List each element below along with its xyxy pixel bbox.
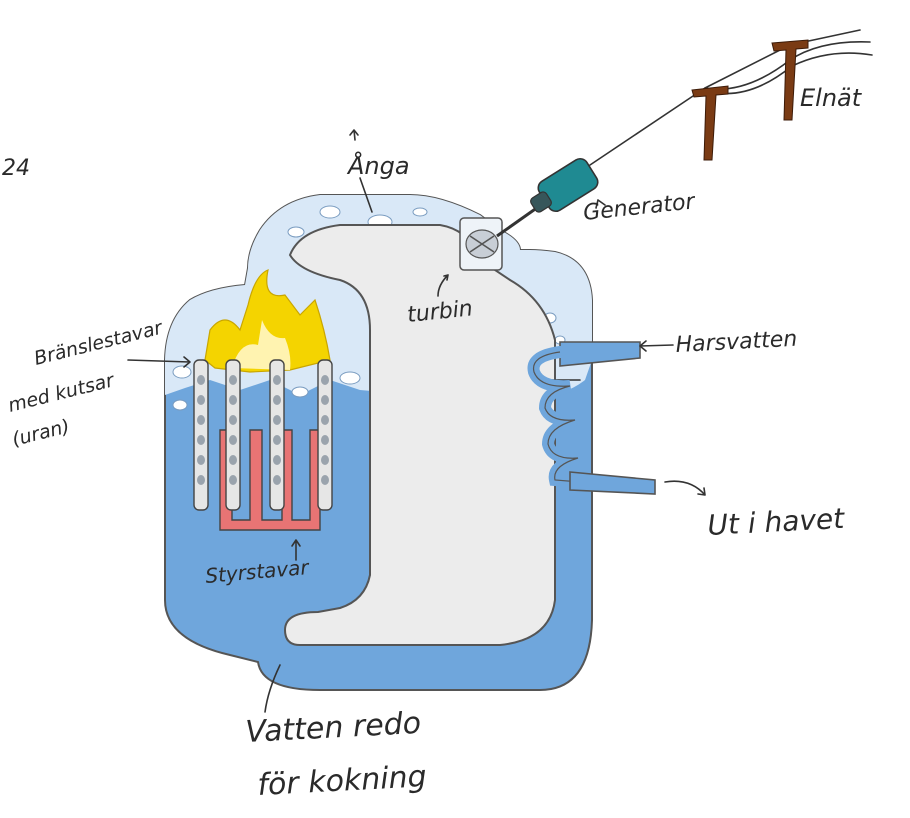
label-fuel-rods-1: Bränslestavar (32, 317, 166, 370)
turbine (459, 217, 503, 271)
fuel-pellets (197, 375, 329, 485)
pole-right (771, 39, 809, 121)
label-out-to-sea: Ut i havet (707, 502, 846, 542)
cooling-coil (527, 341, 656, 495)
flame-core (232, 320, 291, 370)
power-grid (589, 29, 873, 166)
label-seawater: Harsvatten (675, 327, 798, 358)
generator-assembly (496, 157, 599, 238)
label-generator: Generator (582, 189, 698, 226)
seawater-out-pipe (569, 471, 656, 495)
reactor-vessel (164, 194, 593, 691)
corner-mark: 24 (2, 156, 30, 181)
label-steam: Ånga (346, 151, 410, 180)
generator-hub (530, 191, 552, 213)
pole-left (691, 85, 729, 161)
flame (204, 269, 331, 373)
label-grid: Elnät (800, 84, 863, 112)
label-fuel-rods-2: med kutsar (6, 369, 117, 417)
leader-lines (127, 129, 706, 713)
label-fuel-rods-3: (uran) (10, 415, 72, 450)
label-water-1: Vatten redo (245, 706, 422, 750)
label-water-2: för kokning (257, 759, 428, 803)
seawater-in-pipe (559, 341, 641, 367)
